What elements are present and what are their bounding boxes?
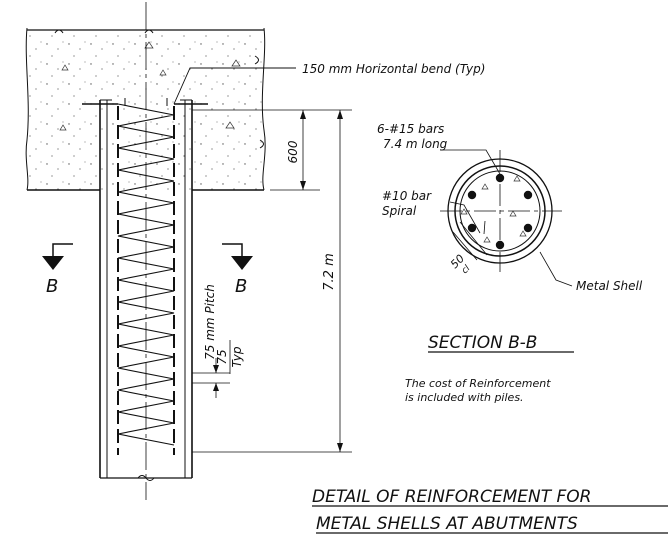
- note-line-2: is included with piles.: [405, 391, 524, 404]
- drawing-title-line-1: DETAIL OF REINFORCEMENT FOR: [312, 487, 592, 507]
- section-marker-left: [42, 243, 73, 270]
- pitch-small-label: 75: [215, 349, 229, 364]
- section-marker-right: [222, 243, 253, 270]
- note-line-1: The cost of Reinforcement: [405, 377, 551, 390]
- spiral-reinforcement: [117, 103, 175, 446]
- pile-shell: [99, 99, 193, 481]
- section-marker-left-label: B: [46, 276, 58, 297]
- section-bb-detail: [440, 149, 573, 287]
- dimension-600-label: 600: [286, 140, 300, 163]
- pitch-label: 75 mm Pitch: [203, 284, 217, 360]
- bars-length-label: 7.4 m long: [383, 137, 448, 151]
- section-title: SECTION B-B: [428, 333, 537, 353]
- spiral-bar-label: #10 bar: [382, 189, 432, 203]
- horizontal-bend-leader: [173, 67, 296, 105]
- pitch-dimension: [192, 358, 230, 398]
- spiral-label: Spiral: [382, 204, 417, 218]
- horizontal-bend-label: 150 mm Horizontal bend (Typ): [302, 62, 485, 76]
- dimension-total: [192, 109, 352, 453]
- pitch-typ-label: Typ: [230, 346, 244, 367]
- drawing-title-line-2: METAL SHELLS AT ABUTMENTS: [316, 514, 578, 534]
- metal-shell-label: Metal Shell: [576, 279, 643, 293]
- dimension-600: [192, 109, 320, 191]
- bars-label: 6-#15 bars: [377, 122, 444, 136]
- section-marker-right-label: B: [235, 276, 247, 297]
- dimension-total-label: 7.2 m: [322, 253, 337, 290]
